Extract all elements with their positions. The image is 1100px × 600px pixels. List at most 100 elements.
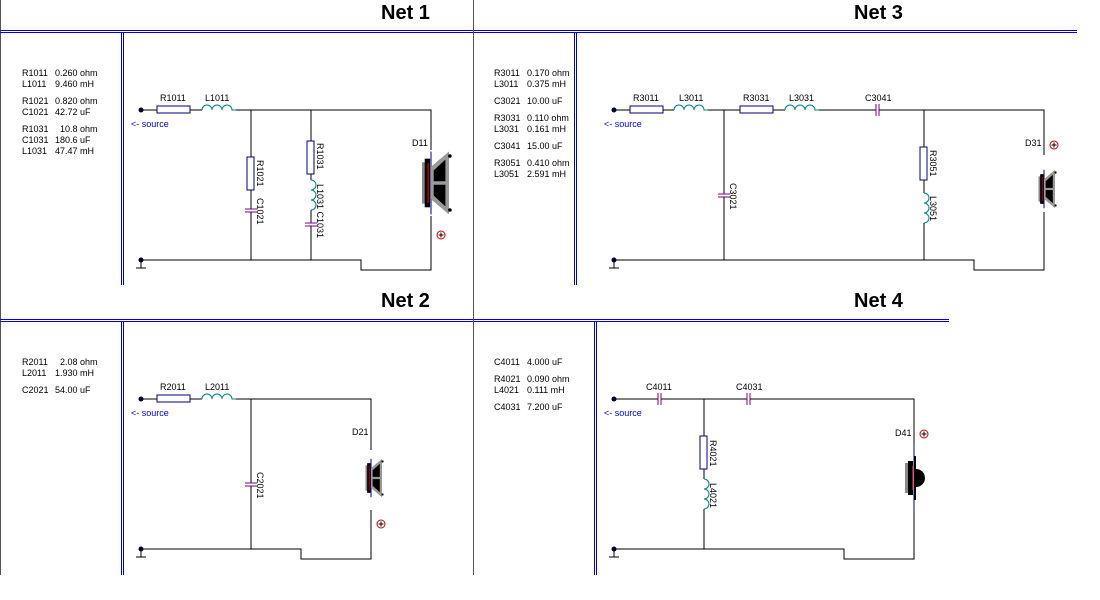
net3-parts-divider xyxy=(574,32,577,285)
component-label: L1011 xyxy=(205,93,229,103)
part-value: 0.110 ohm xyxy=(527,113,569,123)
part-name: L2011 xyxy=(22,368,47,378)
source-label: <- source xyxy=(604,408,642,418)
part-value: 0.375 mH xyxy=(527,79,567,89)
tweeter-part xyxy=(908,461,913,495)
polarity-plus-icon xyxy=(919,429,929,439)
component-label: R3031 xyxy=(743,93,770,103)
source-label: <- source xyxy=(131,119,169,129)
inductor-symbol xyxy=(201,104,236,111)
tweeter-part xyxy=(905,463,908,493)
tweeter-part xyxy=(914,456,916,500)
component-label: R1011 xyxy=(160,93,186,103)
tweeter-part xyxy=(912,466,913,490)
part-name: L3011 xyxy=(494,79,519,89)
wire xyxy=(750,398,915,445)
resistor-symbol xyxy=(629,105,664,114)
part-name: C1031 xyxy=(22,135,49,145)
part-value: 180.6 uF xyxy=(55,135,91,145)
source-label: <- source xyxy=(604,119,642,129)
part-value: 15.00 uF xyxy=(527,141,563,151)
net4-parts-divider xyxy=(594,321,597,575)
component-label: C4011 xyxy=(646,382,672,392)
part-value: 9.460 mH xyxy=(55,79,95,89)
part-value: 4.000 uF xyxy=(527,357,563,367)
part-value: 1.930 mH xyxy=(55,368,95,378)
wire xyxy=(141,216,432,271)
part-name: L3031 xyxy=(494,124,520,134)
inductor-symbol xyxy=(310,179,317,211)
component-label: L1031 C1031 xyxy=(315,184,325,238)
part-name: C3021 xyxy=(494,96,521,106)
net2-title: Net 2 xyxy=(381,290,430,312)
component-label: R3051 xyxy=(928,150,938,177)
part-name: R2011 xyxy=(22,357,48,367)
driver-label: D11 xyxy=(412,138,428,148)
part-name: R4021 xyxy=(494,374,521,384)
component-label: R1031 xyxy=(315,143,325,170)
component-label: C3021 xyxy=(728,183,738,210)
net1-parts-divider xyxy=(121,32,124,285)
part-row: R3051 0.410 ohm xyxy=(494,158,570,169)
inductor-symbol xyxy=(784,104,819,111)
part-row: L3011 0.375 mH xyxy=(494,79,570,90)
part-row: C1021 42.72 uF xyxy=(22,107,98,118)
resistor-symbol xyxy=(699,435,708,470)
part-name: L1011 xyxy=(22,79,47,89)
part-name: R3031 xyxy=(494,113,521,123)
wire xyxy=(141,510,372,560)
part-row: R1031 10.8 ohm xyxy=(22,124,98,135)
part-name: L3051 xyxy=(494,169,520,179)
wire xyxy=(614,510,915,560)
component-label: R1021 xyxy=(255,160,265,187)
part-name: R1021 xyxy=(22,96,49,106)
net4-title: Net 4 xyxy=(854,290,903,312)
tweeter-icon xyxy=(905,456,925,500)
tweeter-part xyxy=(916,469,925,487)
polarity-plus-icon xyxy=(1049,140,1059,150)
part-name: R1031 xyxy=(22,124,49,134)
part-name: C2021 xyxy=(22,385,49,395)
wire xyxy=(236,109,432,150)
component-label: R4021 xyxy=(708,440,718,467)
part-name: L1031 xyxy=(22,146,48,156)
net1-header-line xyxy=(0,30,473,33)
part-value: 0.410 ohm xyxy=(527,158,570,168)
component-label: L3031 xyxy=(789,93,814,103)
part-name: R3051 xyxy=(494,158,521,168)
part-name: C4031 xyxy=(494,402,521,412)
resistor-symbol xyxy=(156,105,191,114)
driver-label: D21 xyxy=(352,427,369,437)
component-label: L4021 xyxy=(708,483,718,508)
part-row: L2011 1.930 mH xyxy=(22,368,98,379)
part-value: 0.170 ohm xyxy=(527,68,570,78)
wire xyxy=(614,212,1045,271)
part-value: 2.08 ohm xyxy=(55,357,98,367)
part-value: 42.72 uF xyxy=(55,107,91,117)
speaker-icon xyxy=(365,458,384,498)
resistor-symbol xyxy=(306,140,315,175)
net2-parts-divider xyxy=(121,321,124,575)
inductor-symbol xyxy=(923,192,930,224)
part-name: C1021 xyxy=(22,107,49,117)
inductor-symbol xyxy=(703,478,710,510)
polarity-plus-icon xyxy=(376,519,386,529)
